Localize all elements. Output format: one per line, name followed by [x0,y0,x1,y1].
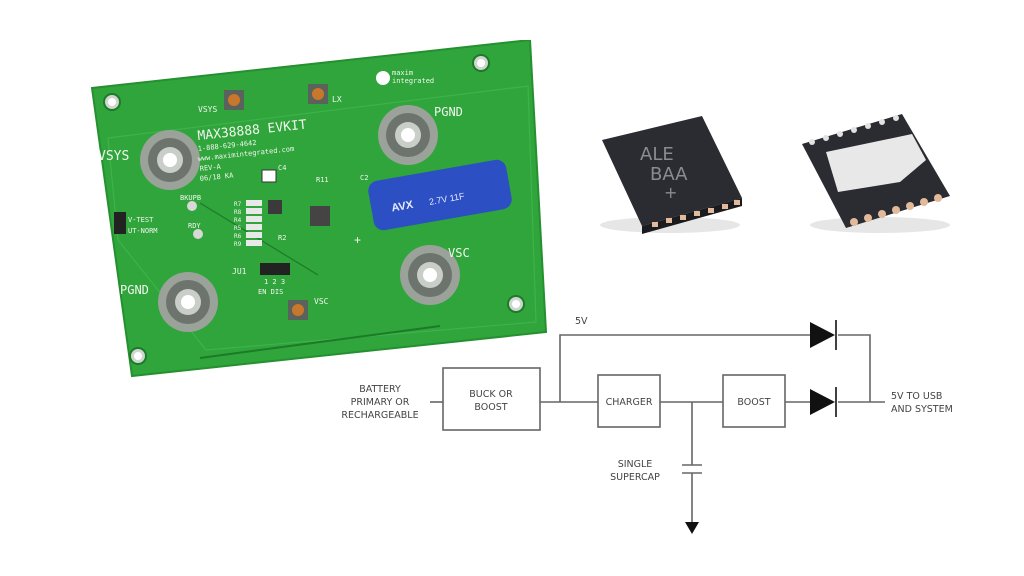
block-charger-label: CHARGER [606,397,653,408]
pcb-illustration: AVX 2.7V 11F + maxim integrated MAX38888… [90,40,548,378]
capacitor-polarity: + [354,233,361,247]
input-label-line2: PRIMARY OR [351,397,410,408]
block-diagram: BATTERY PRIMARY OR RECHARGEABLE BUCK OR … [330,310,980,560]
schematic-svg: BATTERY PRIMARY OR RECHARGEABLE BUCK OR … [341,316,953,534]
label-lx: LX [332,95,342,104]
label-pgnd-top: PGND [434,105,463,119]
label-bkupb: BKUPB [180,194,201,202]
binding-post-pgnd-bottom [158,272,218,332]
block-boost-label: BOOST [737,397,770,408]
wire-5v-rail [559,334,810,402]
block-boost [722,374,786,428]
test-point-lx [308,84,328,104]
label-resistor: R7 [234,201,242,208]
label-r11: R11 [316,176,329,184]
label-resistor: R9 [234,241,242,248]
resistor-array [246,200,262,246]
label-ju1: JU1 [232,267,247,276]
test-point-rdy [193,229,203,239]
output-label-line1: 5V TO USB [891,391,942,402]
output-label-line2: AND SYSTEM [891,404,953,415]
supercap-label-line2: SUPERCAP [610,472,660,483]
pcb-bottom-trace [199,325,441,359]
input-label-line1: BATTERY [359,384,401,395]
block-charger [597,374,661,428]
board-revision: REV-A [199,163,222,173]
label-rdy: RDY [188,222,201,230]
diode-upper [810,320,837,350]
supercap-label-line1: SINGLE [618,459,653,470]
test-point-vsys [224,90,244,110]
label-test: V-TEST [128,216,154,224]
chip-marking-line3: + [664,183,677,202]
binding-post-vsc [400,245,460,305]
capacitor-c4 [261,169,277,183]
mounting-hole [103,93,121,111]
label-c4: C4 [278,164,286,172]
binding-post-vsys [140,130,200,190]
brand-line1: maxim [392,69,413,77]
label-vsc-bottom: VSC [314,297,329,306]
label-pgnd-bottom: PGND [120,283,149,297]
test-point-bkupb [187,201,197,211]
chip-marking-line2: BAA [650,164,688,185]
wire-rail-to-output [838,334,871,402]
evaluation-kit-board-photo: AVX 2.7V 11F + maxim integrated MAX38888… [88,40,548,380]
mounting-hole [472,54,490,72]
ground-symbol [685,522,699,534]
maxim-logo: maxim integrated [376,69,434,85]
label-en-dis: EN DIS [258,288,283,296]
jumper-ju2 [114,212,126,234]
label-vsys-left: VSYS [98,149,129,164]
input-label-line3: RECHARGEABLE [341,410,418,421]
block-buck-boost-line2: BOOST [474,402,507,413]
label-resistor: R8 [234,209,242,216]
test-point-vsc [288,300,308,320]
ic-chip [268,200,282,214]
binding-post-pgnd-top [378,105,438,165]
block-buck-or-boost [442,367,541,431]
rdy-trace [199,202,319,276]
supercapacitor: AVX 2.7V 11F + [354,159,512,247]
block-buck-boost-line1: BUCK OR [469,389,513,400]
mounting-hole [129,347,147,365]
board-date-code: 06/18 KA [199,171,234,183]
label-ju1-pins: 1 2 3 [264,278,285,286]
label-resistor: R5 [234,225,242,232]
label-vsys-top: VSYS [198,105,217,114]
chip-marking-line1: ALE [640,144,674,165]
chip-bottom-view [802,114,950,233]
label-norm: UT-NORM [128,227,158,235]
chip-top-view: ALE BAA + [600,116,742,234]
ic-package-photos: ALE BAA + [590,100,970,250]
label-r2: R2 [278,234,286,242]
chip-illustrations: ALE BAA + [600,114,950,234]
rail-label-5v: 5V [575,316,588,327]
capacitor-brand: AVX [391,199,415,215]
label-resistor: R4 [234,217,242,224]
brand-line2: integrated [392,77,434,85]
label-c2: C2 [360,174,368,182]
inductor [310,206,330,226]
mounting-hole [507,295,525,313]
jumper-ju1 [260,263,290,275]
label-resistor: R6 [234,233,242,240]
label-vsc-right: VSC [448,246,470,260]
diode-lower [810,387,837,417]
